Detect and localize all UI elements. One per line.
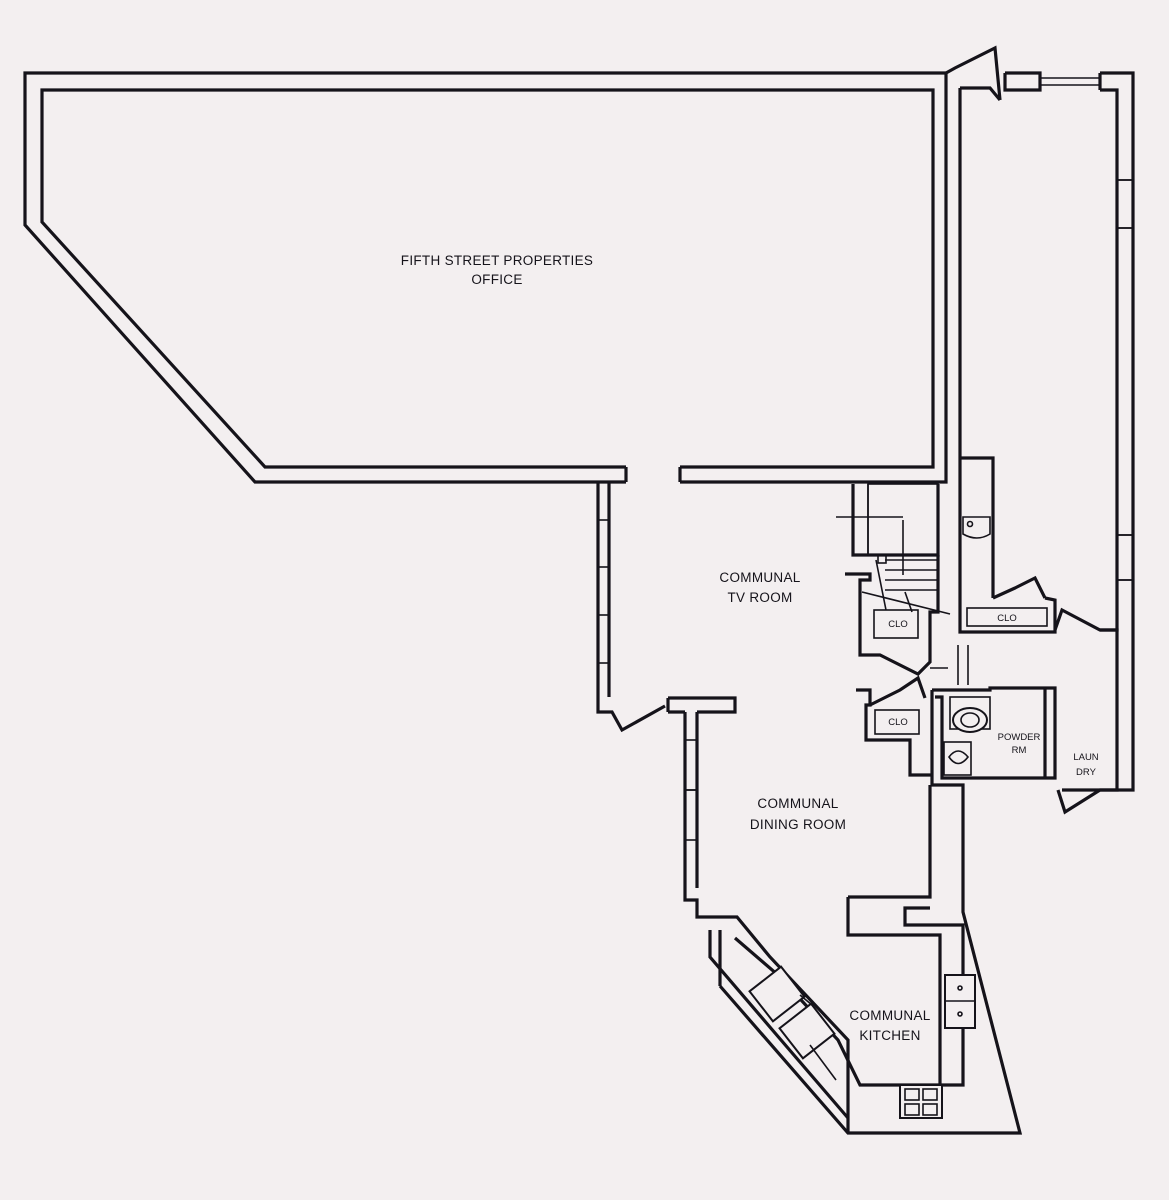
laundry-label-line2: DRY: [1076, 767, 1097, 778]
dining-room-label-line1: COMMUNAL: [757, 796, 838, 811]
tv-room-label-line1: COMMUNAL: [719, 570, 800, 585]
closet-upper-right-label: CLO: [997, 613, 1017, 624]
dining-room-label-line2: DINING ROOM: [750, 817, 846, 832]
closet-lower-left-label: CLO: [888, 717, 908, 728]
closet-lower-left: [856, 675, 932, 777]
closet-upper-right: [958, 575, 1057, 634]
powder-room-label-line2: RM: [1012, 745, 1027, 756]
kitchen-label-line2: KITCHEN: [859, 1028, 920, 1043]
kitchen-interior: [733, 785, 976, 1119]
kitchen-label-line1: COMMUNAL: [849, 1008, 930, 1023]
room-labels: FIFTH STREET PROPERTIES OFFICE COMMUNAL …: [401, 253, 1099, 1043]
hallway-walls: [945, 45, 1135, 792]
laundry-label-line1: LAUN: [1073, 752, 1098, 763]
laundry-room: [1053, 607, 1119, 815]
powder-room: [718, 686, 1057, 1135]
office-label-line2: OFFICE: [471, 272, 522, 287]
stair-block: [836, 483, 969, 685]
dining-kitchen-walls: [683, 712, 850, 1133]
tv-room-walls: [596, 482, 737, 733]
tv-room-label-line2: TV ROOM: [727, 590, 792, 605]
office-label-line1: FIFTH STREET PROPERTIES: [401, 253, 593, 268]
closet-stair-label: CLO: [888, 619, 908, 630]
office-walls: [23, 71, 948, 484]
powder-room-label-line1: POWDER: [998, 732, 1041, 743]
